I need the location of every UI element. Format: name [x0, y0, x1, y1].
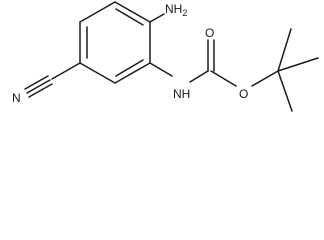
triple-bond-2 [24, 75, 49, 90]
bond-quaternary-c-methyl-right [277, 57, 319, 72]
amine-label: NH2 [165, 2, 187, 18]
bond-c1-nh2 [149, 13, 165, 23]
nitrile-n-label: N [12, 91, 21, 105]
ring-bond-c3-c4 [79, 62, 116, 84]
structure-canvas: NH2 N NH O O [0, 0, 324, 118]
ester-o-label: O [239, 87, 248, 101]
bond-quaternary-c-methyl-down [277, 70, 293, 112]
ring-double-bond-c2-c3 [115, 59, 144, 77]
carbonyl-o-label: O [205, 26, 214, 40]
ring-bond-c2-c3 [114, 62, 151, 84]
bond-c2-nh [149, 62, 173, 77]
triple-bond-3 [28, 83, 53, 98]
ring-double-bond-c6-c1 [115, 8, 144, 26]
carbamate-nh-label: NH [173, 87, 190, 101]
molecule-diagram: NH2 N NH O O [12, 1, 319, 112]
bond-carbonyl-c-ester-o [210, 70, 237, 87]
bond-quaternary-c-methyl-up [277, 28, 292, 72]
bond-ester-o-quaternary-c [251, 70, 279, 87]
triple-bond-1 [26, 79, 51, 94]
bond-nh-carbonyl-c [189, 70, 209, 83]
ring-bond-c5-c6 [79, 1, 116, 23]
bond-c4-cn [51, 62, 81, 80]
ring-bond-c6-c1 [114, 1, 151, 23]
